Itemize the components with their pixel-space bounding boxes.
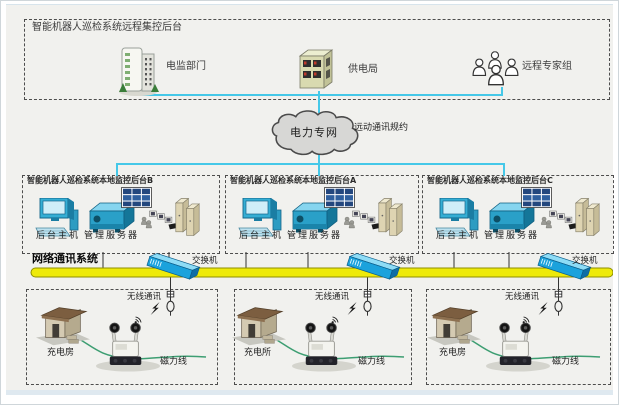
device-cluster-icon	[343, 210, 381, 230]
monitor-wall-icon	[121, 187, 152, 208]
field-site-box-3	[426, 289, 611, 385]
server-label: 管理服务器	[287, 231, 343, 241]
switch-label: 交换机	[572, 256, 598, 266]
device-cluster-icon	[540, 210, 578, 230]
magnetic-line	[73, 335, 207, 360]
node-label-power-bureau: 供电局	[348, 64, 378, 75]
magnetic-line-label: 磁力线	[160, 357, 188, 367]
charging-house-icon	[232, 307, 286, 346]
charging-room-label: 充电房	[439, 348, 467, 358]
field-site-box-1	[26, 289, 218, 385]
local-backend-box-c	[422, 175, 614, 254]
diagram-canvas: 智能机器人巡检系统远程集控后台 电监部门 供电局 远程专家组 电力专网 远动通讯…	[6, 4, 614, 395]
network-system-label: 网络通讯系统	[32, 252, 98, 265]
device-cluster-icon	[140, 210, 178, 230]
magnetic-line-label: 磁力线	[552, 357, 580, 367]
remote-backend-title: 智能机器人巡检系统远程集控后台	[32, 22, 182, 33]
local-backend-c-title: 智能机器人巡检系统本地监控后台C	[427, 176, 553, 185]
charging-house-icon	[36, 307, 90, 346]
node-label-expert-group: 远程专家组	[522, 61, 572, 72]
lightning-icon	[538, 302, 548, 315]
host-label: 后台主机	[239, 231, 284, 241]
lightning-icon	[347, 302, 357, 315]
local-backend-b-title: 智能机器人巡检系统本地监控后台B	[27, 176, 154, 185]
field-site-box-2	[234, 289, 412, 385]
charging-house-icon	[427, 307, 481, 346]
server-cabinets-icon	[575, 198, 600, 236]
wireless-label: 无线通讯	[315, 292, 350, 302]
field-site-3-icons	[427, 290, 601, 372]
wifi-signal-icon	[331, 316, 339, 324]
server-cabinets-icon	[175, 198, 200, 236]
cloud-label: 电力专网	[290, 126, 338, 139]
switch-label: 交换机	[192, 256, 218, 266]
server-label: 管理服务器	[84, 231, 140, 241]
office-building-icon	[118, 47, 160, 97]
power-bureau-building-icon	[299, 49, 333, 89]
wifi-signal-icon	[134, 316, 142, 324]
remote-backend-box	[24, 19, 610, 100]
monitor-wall-icon	[324, 187, 355, 208]
charging-room-label: 充电房	[47, 348, 75, 358]
diagram-graphics	[30, 47, 613, 372]
expert-group-icon	[473, 52, 518, 85]
antenna-icon	[166, 290, 175, 317]
magnetic-line	[463, 335, 601, 360]
wifi-signal-icon	[522, 316, 530, 324]
network-bus	[30, 267, 613, 278]
field-site-2-icons	[232, 290, 405, 372]
protocol-label: 远动通讯规约	[354, 123, 409, 133]
local-backend-b-icons	[35, 187, 200, 237]
monitor-wall-icon	[521, 187, 552, 208]
switch-label: 交换机	[389, 256, 415, 266]
lightning-icon	[150, 302, 160, 315]
host-label: 后台主机	[36, 231, 81, 241]
local-backend-c-icons	[435, 187, 600, 237]
inspection-robot-icon	[305, 322, 338, 366]
host-label: 后台主机	[436, 231, 481, 241]
field-site-1-icons	[36, 290, 207, 372]
wan-links	[116, 85, 505, 176]
wireless-label: 无线通讯	[505, 292, 540, 302]
node-label-supervision: 电监部门	[166, 61, 206, 72]
charging-room-label: 充电所	[244, 348, 272, 358]
antenna-icon	[363, 290, 372, 317]
magnetic-line-label: 磁力线	[358, 357, 386, 367]
local-backend-box-a	[225, 175, 419, 254]
local-backend-box-b	[22, 175, 220, 254]
magnetic-line	[269, 335, 405, 360]
inspection-robot-icon	[499, 322, 532, 366]
local-backend-a-title: 智能机器人巡检系统本地监控后台A	[230, 176, 357, 185]
local-backend-a-icons	[238, 187, 403, 237]
antenna-icon	[554, 290, 563, 317]
server-cabinets-icon	[378, 198, 403, 236]
wireless-label: 无线通讯	[127, 292, 162, 302]
inspection-robot-icon	[109, 322, 142, 366]
server-label: 管理服务器	[484, 231, 540, 241]
